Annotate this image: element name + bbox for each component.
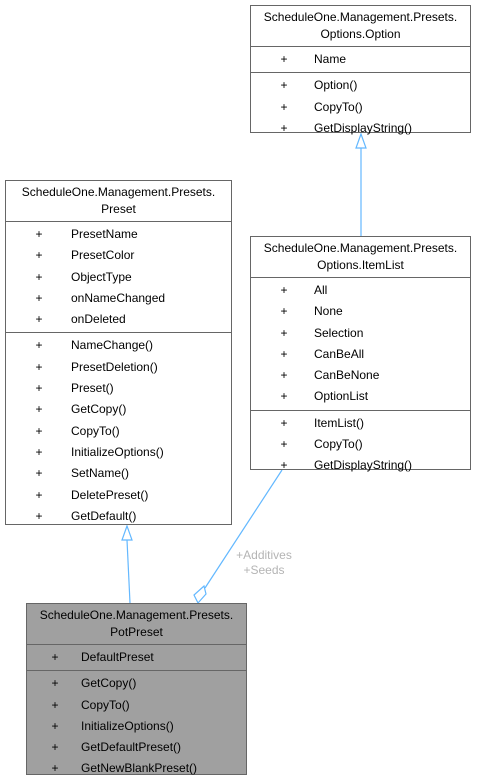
operation-row[interactable]: +CopyTo() (280, 99, 363, 114)
operation-row[interactable]: +GetDefault() (35, 508, 137, 523)
attribute-row[interactable]: +Name (280, 52, 347, 66)
attribute-row[interactable]: +None (280, 304, 343, 319)
attribute-row[interactable]: +onNameChanged (35, 290, 166, 305)
operation-row[interactable]: +NameChange() (35, 338, 154, 353)
attributes-section: +Name (251, 47, 470, 74)
attributes-section: +PresetName +PresetColor +ObjectType +on… (6, 222, 231, 334)
operation-row[interactable]: +CopyTo() (280, 437, 363, 452)
operation-row[interactable]: +InitializeOptions() (35, 444, 164, 459)
association-label: +Additives +Seeds (236, 548, 292, 577)
operation-row[interactable]: +SetName() (35, 466, 130, 481)
class-itemlist[interactable]: ScheduleOne.Management.Presets. Options.… (250, 236, 471, 472)
attribute-row[interactable]: +OptionList (280, 389, 369, 404)
operation-row[interactable]: +GetCopy() (35, 402, 127, 417)
attributes-section: +All +None +Selection +CanBeAll +CanBeNo… (251, 278, 470, 411)
operations-section: +GetCopy() +CopyTo() +InitializeOptions(… (27, 671, 246, 781)
operation-row[interactable]: +GetCopy() (51, 676, 137, 691)
attribute-row[interactable]: +PresetName (35, 227, 138, 241)
operations-section: +Option() +CopyTo() +GetDisplayString() (251, 73, 470, 141)
operations-section: +NameChange() +PresetDeletion() +Preset(… (6, 333, 231, 529)
inheritance-arrowhead-preset (121, 524, 133, 541)
operation-row[interactable]: +GetDisplayString() (280, 458, 413, 473)
operation-row[interactable]: +GetDisplayString() (280, 120, 413, 135)
class-title: ScheduleOne.Management.Presets. Options.… (251, 237, 470, 278)
attribute-row[interactable]: +Selection (280, 325, 364, 340)
class-option[interactable]: ScheduleOne.Management.Presets. Options.… (250, 5, 471, 135)
operation-row[interactable]: +CopyTo() (51, 697, 130, 712)
aggregation-diamond (193, 584, 207, 605)
attribute-row[interactable]: +PresetColor (35, 248, 135, 263)
inheritance-edge-potpreset-preset (126, 539, 131, 604)
operation-row[interactable]: +DeletePreset() (35, 487, 149, 502)
attribute-row[interactable]: +CanBeAll (280, 346, 365, 361)
operation-row[interactable]: +ItemList() (280, 415, 365, 430)
attribute-row[interactable]: +CanBeNone (280, 368, 380, 383)
class-potpreset[interactable]: ScheduleOne.Management.Presets. PotPrese… (26, 603, 247, 775)
class-title: ScheduleOne.Management.Presets. Preset (6, 181, 231, 222)
class-title: ScheduleOne.Management.Presets. PotPrese… (27, 604, 246, 645)
inheritance-arrowhead-option (355, 132, 367, 149)
attribute-row[interactable]: +All (280, 283, 328, 297)
operations-section: +ItemList() +CopyTo() +GetDisplayString(… (251, 411, 470, 479)
operation-row[interactable]: +Preset() (35, 381, 114, 396)
attribute-row[interactable]: +ObjectType (35, 269, 132, 284)
operation-row[interactable]: +GetNewBlankPreset() (51, 761, 198, 776)
attribute-row[interactable]: +onDeleted (35, 312, 126, 327)
aggregation-edge-itemlist-potpreset (204, 469, 283, 589)
operation-row[interactable]: +CopyTo() (35, 423, 120, 438)
operation-row[interactable]: +GetDefaultPreset() (51, 740, 182, 755)
operation-row[interactable]: +PresetDeletion() (35, 359, 158, 374)
attribute-row[interactable]: +DefaultPreset (51, 650, 154, 664)
operation-row[interactable]: +Option() (280, 78, 358, 93)
class-title: ScheduleOne.Management.Presets. Options.… (251, 6, 470, 47)
operation-row[interactable]: +InitializeOptions() (51, 718, 174, 733)
class-preset[interactable]: ScheduleOne.Management.Presets. Preset +… (5, 180, 232, 525)
attributes-section: +DefaultPreset (27, 645, 246, 672)
